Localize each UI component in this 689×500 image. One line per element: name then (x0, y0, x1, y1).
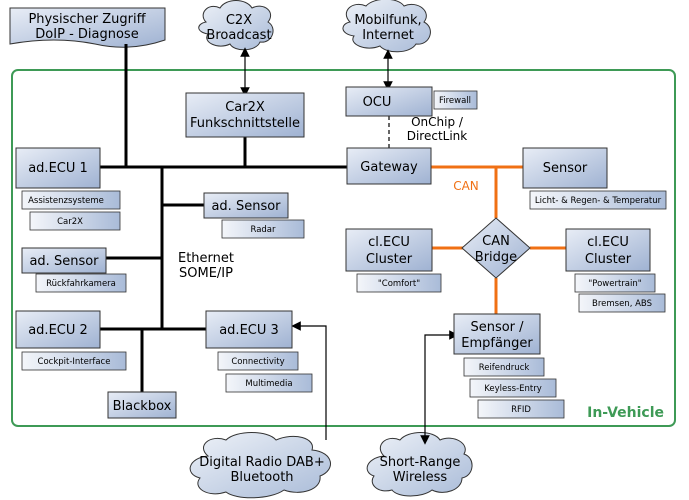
sensor-receiver-sub1: Reifendruck (479, 363, 530, 373)
ad-ecu3-sub2: Multimedia (245, 379, 292, 389)
c2x-cloud: C2X Broadcast (198, 0, 274, 51)
ad-sensor-camera-box: ad. Sensor Rückfahrkamera (21, 247, 127, 293)
radio-line2: Bluetooth (230, 470, 293, 485)
blackbox-label: Blackbox (113, 399, 172, 414)
ocu-label: OCU (363, 95, 392, 110)
sensor-top-label: Sensor (543, 161, 588, 176)
gateway-box: Gateway (346, 147, 432, 185)
mobile-line1: Mobilfunk, (354, 13, 421, 28)
can-bridge-line2: Bridge (475, 250, 517, 265)
ad-sensor-radar-label: ad. Sensor (211, 199, 281, 214)
ad-ecu1-box: ad.ECU 1 Assistenzsysteme Car2X (15, 147, 121, 231)
ad-ecu2-box: ad.ECU 2 Cockpit-Interface (15, 310, 127, 371)
car2x-interface-line2: Funkschnittstelle (190, 116, 300, 131)
ad-sensor-camera-label: ad. Sensor (29, 254, 99, 269)
cl-ecu-comfort-box: cl.ECU Cluster "Comfort" (345, 228, 442, 293)
physical-access-line2: DoIP - Diagnose (35, 27, 138, 42)
car2x-interface-line1: Car2X (225, 100, 265, 115)
mobile-cloud: Mobilfunk, Internet (342, 0, 431, 53)
wireless-links (240, 47, 459, 445)
onchip-line1: OnChip / (411, 115, 464, 129)
cl-ecu-powertrain-line1: cl.ECU (587, 235, 629, 250)
radio-cloud: Digital Radio DAB+ Bluetooth (189, 432, 331, 499)
c2x-line2: Broadcast (206, 28, 271, 43)
rueckfahrkamera-label: Rückfahrkamera (46, 279, 116, 289)
car2x-interface-box: Car2X Funkschnittstelle (185, 92, 305, 138)
sensor-top-sub: Licht- & Regen- & Temperatur (535, 196, 662, 206)
cockpit-label: Cockpit-Interface (38, 357, 111, 367)
cl-ecu-powertrain-box: cl.ECU Cluster "Powertrain" Bremsen, ABS (565, 228, 666, 313)
powertrain-sub1: "Powertrain" (588, 279, 641, 289)
sensor-receiver-line1: Sensor / (470, 320, 524, 335)
sensor-receiver-box: Sensor / Empfänger Reifendruck Keyless-E… (453, 313, 565, 419)
physical-access-line1: Physischer Zugriff (28, 12, 146, 27)
ethernet-line1: Ethernet (178, 251, 234, 266)
short-range-cloud: Short-Range Wireless (366, 432, 473, 497)
ad-ecu1-sub2: Car2X (57, 217, 83, 227)
can-bridge-node: CAN Bridge (461, 217, 531, 279)
sensor-receiver-sub2: Keyless-Entry (484, 384, 542, 394)
in-vehicle-frame (11, 69, 676, 427)
ad-ecu3-label: ad.ECU 3 (219, 323, 279, 338)
c2x-line1: C2X (226, 13, 252, 28)
ethernet-bus (65, 44, 348, 392)
comfort-label: "Comfort" (378, 279, 420, 289)
sensor-top-box: Sensor Licht- & Regen- & Temperatur (522, 147, 667, 210)
short-range-line1: Short-Range (380, 455, 461, 470)
in-vehicle-label: In-Vehicle (587, 405, 664, 421)
gateway-label: Gateway (360, 160, 418, 175)
sensor-receiver-sub3: RFID (511, 405, 531, 415)
physical-access-banner: Physischer Zugriff DoIP - Diagnose (9, 7, 166, 48)
can-bus (431, 165, 566, 314)
ad-ecu1-label: ad.ECU 1 (28, 161, 88, 176)
ad-sensor-radar-box: ad. Sensor Radar (203, 192, 305, 239)
cl-ecu-comfort-line2: Cluster (366, 252, 413, 267)
firewall-label: Firewall (439, 96, 471, 106)
ad-ecu3-box: ad.ECU 3 Connectivity Multimedia (205, 310, 313, 393)
mobile-line2: Internet (362, 28, 414, 43)
can-label: CAN (453, 179, 479, 193)
blackbox-box: Blackbox (107, 391, 177, 419)
short-range-line2: Wireless (393, 470, 448, 485)
ad-ecu2-label: ad.ECU 2 (28, 323, 88, 338)
ocu-box: OCU Firewall (345, 86, 478, 117)
sensor-receiver-line2: Empfänger (461, 336, 533, 351)
onchip-line2: DirectLink (407, 129, 468, 143)
radar-label: Radar (250, 225, 276, 235)
cl-ecu-comfort-line1: cl.ECU (368, 235, 410, 250)
ethernet-line2: SOME/IP (179, 266, 233, 281)
powertrain-sub2: Bremsen, ABS (592, 299, 652, 309)
cl-ecu-powertrain-line2: Cluster (585, 252, 632, 267)
radio-line1: Digital Radio DAB+ (199, 455, 324, 470)
can-bridge-line1: CAN (482, 234, 510, 249)
ad-ecu1-sub1: Assistenzsysteme (28, 196, 104, 206)
ad-ecu3-sub1: Connectivity (231, 357, 284, 367)
